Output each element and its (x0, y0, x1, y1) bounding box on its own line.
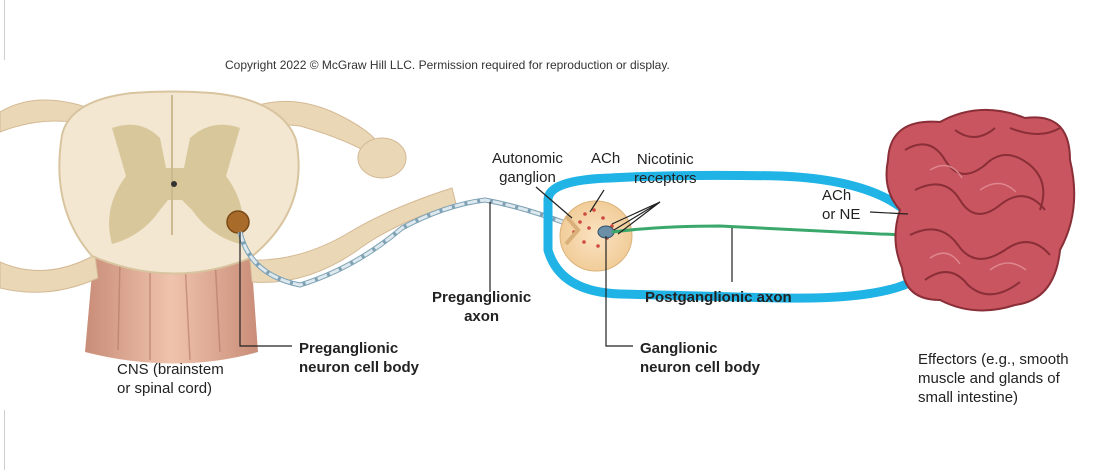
nicotinic-receptors-label: Nicotinic receptors (634, 151, 697, 187)
spinal-cord (0, 90, 457, 364)
preganglionic-axon-fiber (237, 197, 579, 288)
cns-label: CNS (brainstem or spinal cord) (117, 361, 224, 397)
effectors-label: Effectors (e.g., smooth muscle and gland… (918, 351, 1069, 406)
small-intestine (885, 109, 1076, 312)
leader-lines (239, 186, 909, 347)
autonomic-ganglion (559, 200, 633, 272)
postganglionic-axon-fiber (611, 224, 906, 238)
autonomic-ganglion-label: Autonomic ganglion (492, 150, 563, 186)
preganglionic-cell-body-label: Preganglionic neuron cell body (299, 340, 420, 376)
ach-or-ne-label: ACh or NE (822, 187, 861, 223)
postganglionic-axon-label: Postganglionic axon (645, 289, 792, 306)
ganglionic-cell-body-label: Ganglionic neuron cell body (640, 340, 761, 376)
ach-label: ACh (591, 150, 621, 167)
page-edge-line (4, 410, 5, 470)
preganglionic-axon-label: Preganglionic axon (432, 289, 532, 325)
copyright-notice: Copyright 2022 © McGraw Hill LLC. Permis… (225, 58, 670, 72)
page-edge-line (4, 0, 5, 60)
